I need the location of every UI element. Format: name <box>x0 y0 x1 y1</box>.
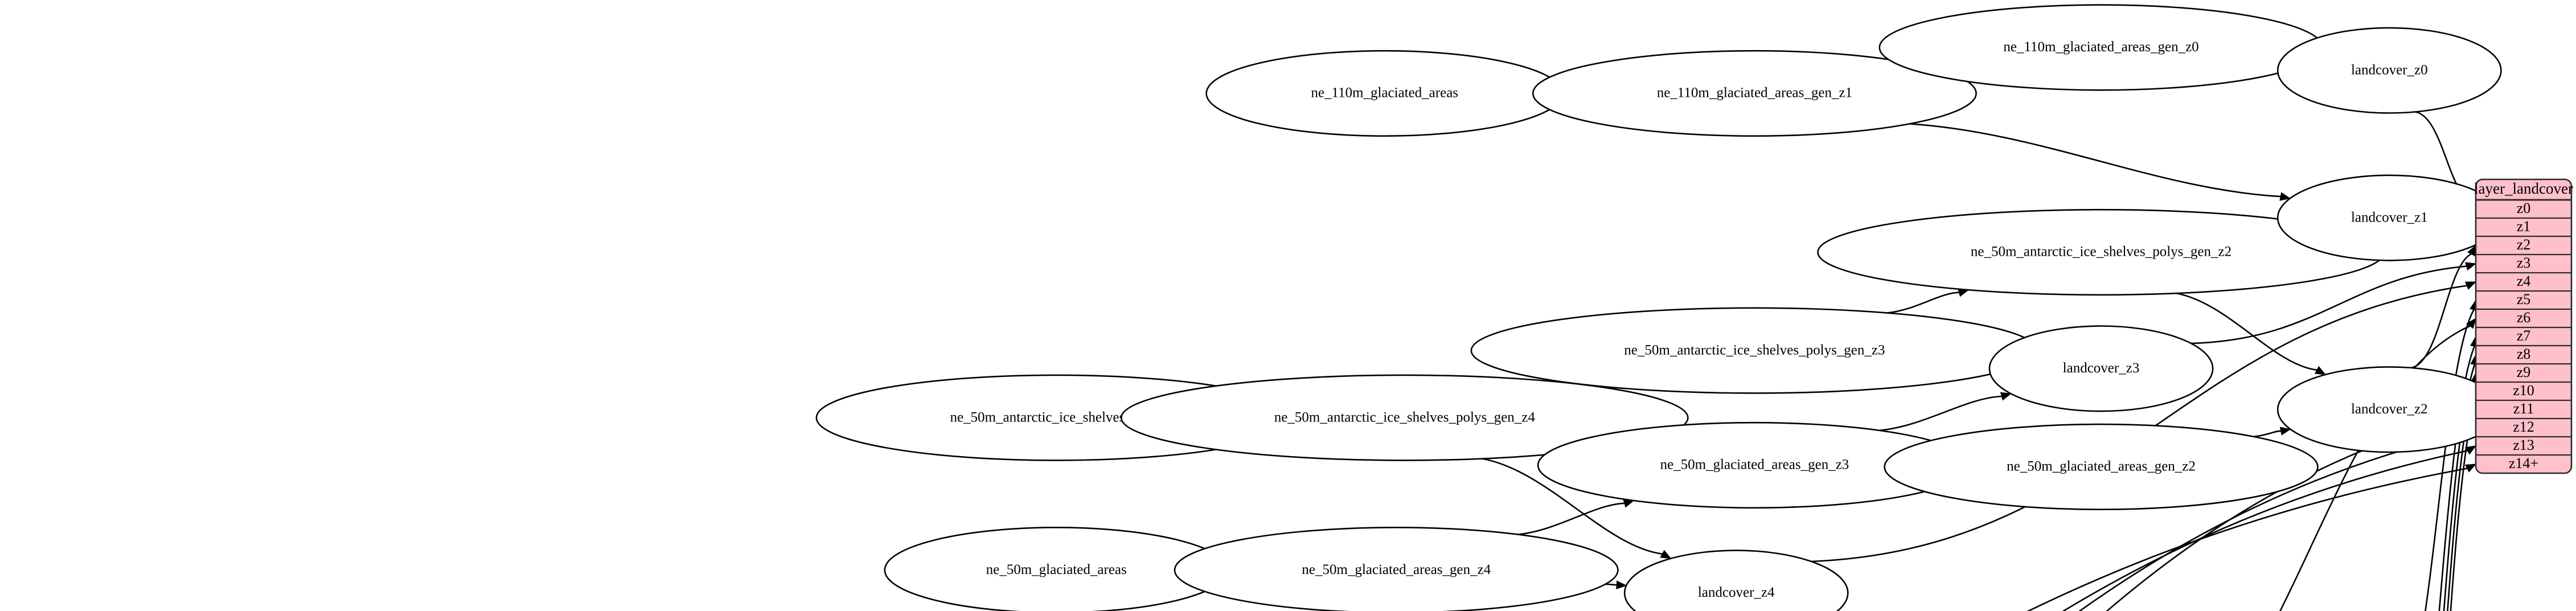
table-row-z13[interactable]: z13 <box>2513 437 2534 453</box>
node-label-landcover_z0: landcover_z0 <box>2351 62 2428 77</box>
arrowhead <box>2279 192 2291 201</box>
edge-landcover_z2-to-layer_landcover-z2 <box>2411 253 2472 369</box>
edge-ne_50m_glaciated_areas_gen_z4-to-landcover_z4 <box>1605 583 1618 586</box>
table-row-z12[interactable]: z12 <box>2513 419 2534 435</box>
arrowhead <box>1616 580 1627 589</box>
node-ne_110m_glaciated_areas_gen_z1[interactable]: ne_110m_glaciated_areas_gen_z1 <box>1532 50 1977 137</box>
node-label-ne_50m_antarctic_ice_shelves_polys_gen_z2: ne_50m_antarctic_ice_shelves_polys_gen_z… <box>1971 244 2232 260</box>
edge-osm_landcover_gen_z12-to-layer_landcover-z12 <box>2078 432 2468 611</box>
arrowhead <box>2279 427 2291 436</box>
table-row-z7[interactable]: z7 <box>2517 327 2531 344</box>
nodes-layer: imposm3osm_landcover_polygonsimplify_vw_… <box>815 4 2502 611</box>
node-label-ne_50m_glaciated_areas_gen_z2: ne_50m_glaciated_areas_gen_z2 <box>2007 459 2196 474</box>
node-ne_50m_antarctic_ice_shelves_polys_gen_z4[interactable]: ne_50m_antarctic_ice_shelves_polys_gen_z… <box>1121 374 1689 461</box>
table-row-z4[interactable]: z4 <box>2517 273 2531 289</box>
node-shape-ne_50m_antarctic_ice_shelves_polys_gen_z4 <box>1121 374 1689 461</box>
table-row-z8[interactable]: z8 <box>2517 346 2531 362</box>
node-ne_50m_glaciated_areas_gen_z3[interactable]: ne_50m_glaciated_areas_gen_z3 <box>1537 421 1972 509</box>
arrowhead <box>1660 550 1672 559</box>
arrowhead <box>2314 366 2327 375</box>
table-row-z9[interactable]: z9 <box>2517 364 2531 380</box>
node-ne_50m_glaciated_areas_gen_z2[interactable]: ne_50m_glaciated_areas_gen_z2 <box>1884 423 2319 511</box>
table-row-z6[interactable]: z6 <box>2517 309 2531 326</box>
node-label-ne_110m_glaciated_areas_gen_z1: ne_110m_glaciated_areas_gen_z1 <box>1657 85 1852 101</box>
node-landcover_z0[interactable]: landcover_z0 <box>2276 27 2502 114</box>
node-shape-landcover_z0 <box>2276 27 2502 114</box>
edge-osm_landcover_gen_z10-to-layer_landcover-z10 <box>2450 400 2476 611</box>
node-label-ne_50m_glaciated_areas_gen_z4: ne_50m_glaciated_areas_gen_z4 <box>1302 562 1491 577</box>
edge-ne_50m_antarctic_ice_shelves_polys_gen_z2-to-landcover_z2 <box>2176 292 2317 371</box>
arrowhead <box>2464 464 2477 473</box>
node-label-landcover_z1: landcover_z1 <box>2351 210 2428 225</box>
node-shape-landcover_z4 <box>1623 550 1849 611</box>
node-label-ne_110m_glaciated_areas: ne_110m_glaciated_areas <box>1311 85 1458 101</box>
table-row-z14+[interactable]: z14+ <box>2509 455 2538 471</box>
table-row-z0[interactable]: z0 <box>2517 200 2531 216</box>
arrowhead <box>2466 317 2476 329</box>
table-row-z5[interactable]: z5 <box>2517 291 2531 307</box>
arrowhead <box>2465 262 2477 271</box>
edge-ne_50m_glaciated_areas_gen_z4-to-ne_50m_glaciated_areas_gen_z3 <box>1517 502 1625 535</box>
table-row-z2[interactable]: z2 <box>2517 236 2531 253</box>
node-ne_50m_antarctic_ice_shelves_polys_gen_z2[interactable]: ne_50m_antarctic_ice_shelves_polys_gen_z… <box>1817 208 2385 296</box>
node-ne_50m_glaciated_areas_gen_z4[interactable]: ne_50m_glaciated_areas_gen_z4 <box>1174 527 1619 611</box>
node-label-landcover_z3: landcover_z3 <box>2063 360 2140 376</box>
edge-osm_landcover_gen_z9-to-layer_landcover-z9 <box>2447 382 2476 611</box>
table-row-z1[interactable]: z1 <box>2517 218 2531 235</box>
table-row-z3[interactable]: z3 <box>2517 255 2531 271</box>
edge-ne_50m_antarctic_ice_shelves_polys_gen_z3-to-ne_50m_antarctic_ice_shelves_polys_gen_z2 <box>1887 292 1959 314</box>
node-shape-ne_50m_glaciated_areas_gen_z2 <box>1884 423 2319 511</box>
arrowhead <box>2000 392 2012 401</box>
node-shape-ne_110m_glaciated_areas_gen_z1 <box>1532 50 1977 137</box>
table-row-z10[interactable]: z10 <box>2513 382 2534 399</box>
layer-landcover-table: layer_landcoverz0z1z2z3z4z5z6z7z8z9z10z1… <box>2474 178 2573 474</box>
node-label-landcover_z4: landcover_z4 <box>1698 585 1775 600</box>
edge-ne_50m_glaciated_areas_gen_z2-to-landcover_z2 <box>2253 430 2282 437</box>
node-label-ne_50m_glaciated_areas: ne_50m_glaciated_areas <box>986 562 1127 577</box>
node-label-ne_50m_antarctic_ice_shelves_polys_gen_z4: ne_50m_antarctic_ice_shelves_polys_gen_z… <box>1274 409 1536 425</box>
table-title: layer_landcover <box>2474 180 2573 197</box>
node-landcover_z2[interactable]: landcover_z2 <box>2276 366 2502 453</box>
node-label-ne_50m_antarctic_ice_shelves_polys_gen_z3: ne_50m_antarctic_ice_shelves_polys_gen_z… <box>1624 342 1885 358</box>
node-landcover_z1[interactable]: landcover_z1 <box>2276 174 2502 261</box>
edge-ne_110m_glaciated_areas_gen_z1-to-landcover_z1 <box>1909 123 2281 198</box>
edge-landcover_z3-to-layer_landcover-z3 <box>2191 265 2467 345</box>
arrowhead <box>2464 445 2477 455</box>
node-ne_110m_glaciated_areas_gen_z0[interactable]: ne_110m_glaciated_areas_gen_z0 <box>1878 4 2324 91</box>
node-landcover_z4[interactable]: landcover_z4 <box>1623 550 1849 611</box>
edge-osm_landcover_gen_z11-to-layer_landcover-z11 <box>2106 414 2468 611</box>
node-ne_50m_glaciated_areas[interactable]: ne_50m_glaciated_areas <box>884 527 1229 611</box>
table-row-z11[interactable]: z11 <box>2513 400 2534 417</box>
node-label-ne_110m_glaciated_areas_gen_z0: ne_110m_glaciated_areas_gen_z0 <box>2003 39 2198 55</box>
edge-ne_50m_glaciated_areas_gen_z3-to-landcover_z3 <box>1879 395 2002 432</box>
edge-ne_50m_antarctic_ice_shelves_polys_gen_z4-to-landcover_z4 <box>1482 458 1663 555</box>
node-label-landcover_z2: landcover_z2 <box>2351 401 2428 417</box>
node-shape-landcover_z3 <box>1988 325 2214 412</box>
edge-landcover_z5-to-layer_landcover-z5 <box>2425 309 2475 611</box>
node-ne_110m_glaciated_areas[interactable]: ne_110m_glaciated_areas <box>1205 50 1564 137</box>
edge-osm_landcover_polygon-to-layer_landcover-z14+ <box>2027 468 2468 611</box>
node-landcover_z3[interactable]: landcover_z3 <box>1988 325 2214 412</box>
arrowhead <box>2464 281 2477 290</box>
node-ne_50m_antarctic_ice_shelves_polys_gen_z3[interactable]: ne_50m_antarctic_ice_shelves_polys_gen_z… <box>1470 307 2039 394</box>
node-label-ne_50m_glaciated_areas_gen_z3: ne_50m_glaciated_areas_gen_z3 <box>1660 457 1849 473</box>
edge-osm_landcover_gen_z13-to-layer_landcover-z13 <box>2062 450 2468 611</box>
node-shape-ne_50m_glaciated_areas_gen_z4 <box>1174 527 1619 611</box>
